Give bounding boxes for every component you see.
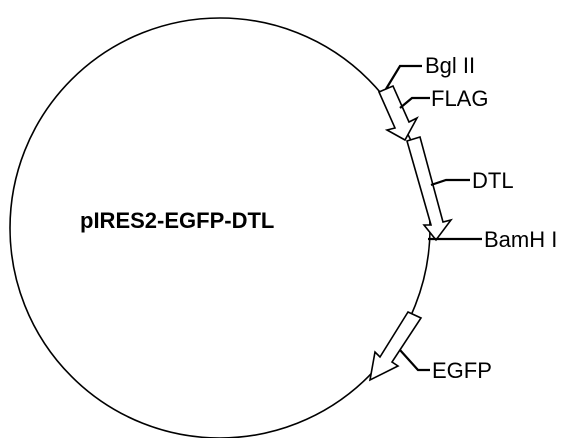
egfp-leader-line bbox=[399, 349, 430, 372]
bamh1-label: BamH I bbox=[484, 227, 557, 252]
dtl-label: DTL bbox=[472, 168, 514, 193]
flag-label: FLAG bbox=[431, 86, 488, 111]
bgl2-label: Bgl II bbox=[425, 53, 475, 78]
dtl-leader-line bbox=[430, 178, 470, 187]
flag-arrow bbox=[377, 84, 419, 142]
egfp-arrow bbox=[368, 310, 423, 382]
plasmid-name-label: pIRES2-EGFP-DTL bbox=[80, 208, 274, 233]
dtl-arrow bbox=[406, 135, 453, 242]
flag-leader-line bbox=[399, 96, 430, 109]
egfp-label: EGFP bbox=[432, 358, 492, 383]
bgl2-leader-line bbox=[385, 64, 422, 90]
